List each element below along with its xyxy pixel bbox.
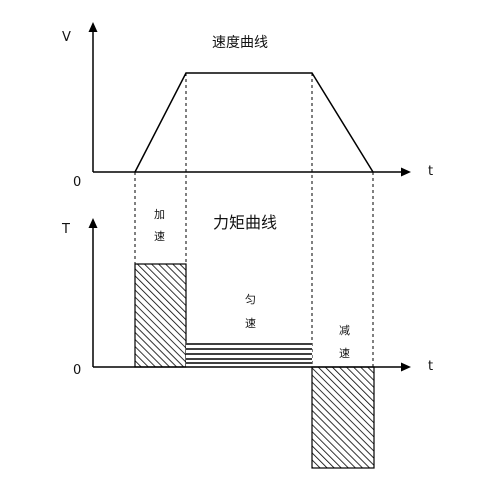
constant-label-2: 速 xyxy=(245,317,256,330)
constant-label-1: 匀 xyxy=(245,293,256,306)
speed-y-axis-label: V xyxy=(62,30,71,45)
torque-origin-label: 0 xyxy=(73,363,81,378)
torque-y-arrow-icon xyxy=(88,218,98,228)
decel-label-1: 减 xyxy=(339,324,350,337)
speed-x-arrow-icon xyxy=(401,167,411,177)
torque-x-axis-label: t xyxy=(428,359,433,374)
speed-panel: V t 0 速度曲线 xyxy=(62,22,433,190)
decel-torque-block xyxy=(311,366,375,469)
speed-title: 速度曲线 xyxy=(212,35,268,51)
speed-curve xyxy=(134,72,374,173)
decel-label-2: 速 xyxy=(339,347,350,360)
torque-x-arrow-icon xyxy=(401,362,411,372)
speed-origin-label: 0 xyxy=(73,175,81,190)
torque-y-axis-label: T xyxy=(61,222,70,237)
accel-torque-block xyxy=(134,263,187,368)
constant-torque-block xyxy=(186,343,312,367)
accel-label-2: 速 xyxy=(154,230,165,243)
torque-title: 力矩曲线 xyxy=(213,213,277,232)
accel-label-1: 加 xyxy=(154,208,165,221)
torque-panel: T t 0 力矩曲线 加 速 匀 速 减 速 xyxy=(61,208,433,469)
speed-x-axis-label: t xyxy=(428,164,433,179)
phase-guides xyxy=(134,73,374,367)
speed-y-arrow-icon xyxy=(88,22,98,32)
